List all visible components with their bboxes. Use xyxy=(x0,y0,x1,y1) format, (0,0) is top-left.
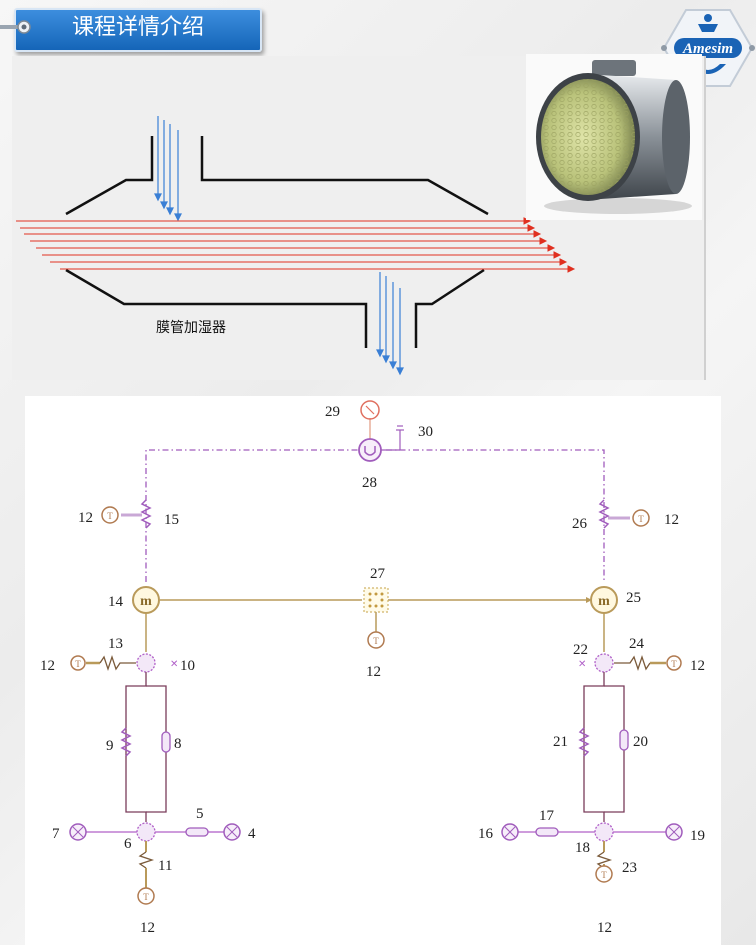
label-23: 23 xyxy=(622,860,637,876)
component-18-node xyxy=(594,822,614,842)
component-27-junction: T xyxy=(363,587,389,649)
label-29: 29 xyxy=(325,404,340,420)
component-13-resistor: T xyxy=(70,654,136,672)
label-9: 9 xyxy=(106,738,114,754)
pneumatic-line-top-loop xyxy=(145,449,358,582)
label-20: 20 xyxy=(633,734,648,750)
page-title: 课程详情介绍 xyxy=(71,15,204,40)
component-5-pipe xyxy=(155,827,224,837)
component-29-gauge xyxy=(360,400,380,440)
humidifier-outline-bottom xyxy=(65,268,368,348)
component-25-chamber: m xyxy=(590,586,618,614)
component-6-node xyxy=(136,822,156,842)
component-28-source xyxy=(358,438,382,462)
label-12-right-mid: 12 xyxy=(690,658,705,674)
label-27: 27 xyxy=(370,566,386,582)
pin-icon xyxy=(0,20,31,34)
amesim-schematic: T T T m m ✕ T xyxy=(40,400,705,936)
component-11-resistor: T xyxy=(137,841,155,905)
svg-text:✕: ✕ xyxy=(170,659,178,670)
red-flow-lines xyxy=(16,217,576,273)
svg-text:T: T xyxy=(671,659,677,669)
logo-text: Amesim xyxy=(682,41,733,57)
humidifier-outline-top xyxy=(65,136,154,216)
label-12-left-bottom: 12 xyxy=(140,920,155,936)
svg-text:m: m xyxy=(140,594,152,609)
svg-text:T: T xyxy=(75,659,81,669)
component-16-source xyxy=(501,823,519,841)
component-26-resistor: T xyxy=(598,499,650,529)
label-8: 8 xyxy=(174,736,182,752)
humidifier-sketch: 膜管加湿器 xyxy=(16,116,576,376)
label-19: 19 xyxy=(690,828,705,844)
label-17: 17 xyxy=(539,808,555,824)
label-12-center: 12 xyxy=(366,664,381,680)
component-7-source xyxy=(69,823,137,841)
svg-text:T: T xyxy=(373,636,379,646)
component-10-node: ✕ xyxy=(136,653,178,673)
label-21: 21 xyxy=(553,734,568,750)
svg-text:T: T xyxy=(107,511,113,521)
label-16: 16 xyxy=(478,826,494,842)
blue-flow-out xyxy=(376,272,404,376)
label-24: 24 xyxy=(629,636,645,652)
label-12-right-top: 12 xyxy=(664,512,679,528)
humidifier-outline-top-right xyxy=(200,136,489,216)
component-23-resistor: T xyxy=(595,841,613,883)
label-22: 22 xyxy=(573,642,588,658)
label-13: 13 xyxy=(108,636,123,652)
label-25: 25 xyxy=(626,590,641,606)
svg-text:T: T xyxy=(638,514,644,524)
humidifier-photo xyxy=(526,54,702,220)
component-8-pipe xyxy=(161,731,171,753)
svg-text:T: T xyxy=(143,892,149,902)
label-28: 28 xyxy=(362,475,377,491)
component-14-chamber: m xyxy=(132,586,160,614)
component-9-resistor xyxy=(120,727,132,757)
component-24-resistor: T xyxy=(614,654,682,672)
component-17-pipe xyxy=(518,827,595,837)
pneumatic-line-top-loop-right xyxy=(386,449,605,582)
svg-text:m: m xyxy=(598,594,610,609)
label-18: 18 xyxy=(575,840,590,856)
component-30-plug xyxy=(381,425,404,451)
label-30: 30 xyxy=(418,424,433,440)
label-12-left-mid: 12 xyxy=(40,658,55,674)
label-6: 6 xyxy=(124,836,132,852)
label-14: 14 xyxy=(108,594,124,610)
title-bar xyxy=(14,8,262,52)
component-19-source xyxy=(613,823,683,841)
pipe-left-loop xyxy=(125,672,147,822)
humidifier-label: 膜管加湿器 xyxy=(156,320,226,336)
label-12-right-bottom: 12 xyxy=(597,920,612,936)
svg-text:✕: ✕ xyxy=(578,659,586,670)
label-12-left-top: 12 xyxy=(78,510,93,526)
pipe-right-loop xyxy=(583,672,605,822)
label-10: 10 xyxy=(180,658,195,674)
component-15-resistor: T xyxy=(101,499,152,529)
label-11: 11 xyxy=(158,858,172,874)
component-4-source xyxy=(223,823,241,841)
svg-text:T: T xyxy=(601,870,607,880)
label-15: 15 xyxy=(164,512,179,528)
label-26: 26 xyxy=(572,516,588,532)
label-4: 4 xyxy=(248,826,256,842)
label-7: 7 xyxy=(52,826,60,842)
humidifier-outline-bottom-right xyxy=(414,268,485,348)
component-21-resistor xyxy=(578,727,590,757)
component-20-pipe xyxy=(619,729,629,751)
label-5: 5 xyxy=(196,806,204,822)
blue-flow-in xyxy=(154,116,182,222)
